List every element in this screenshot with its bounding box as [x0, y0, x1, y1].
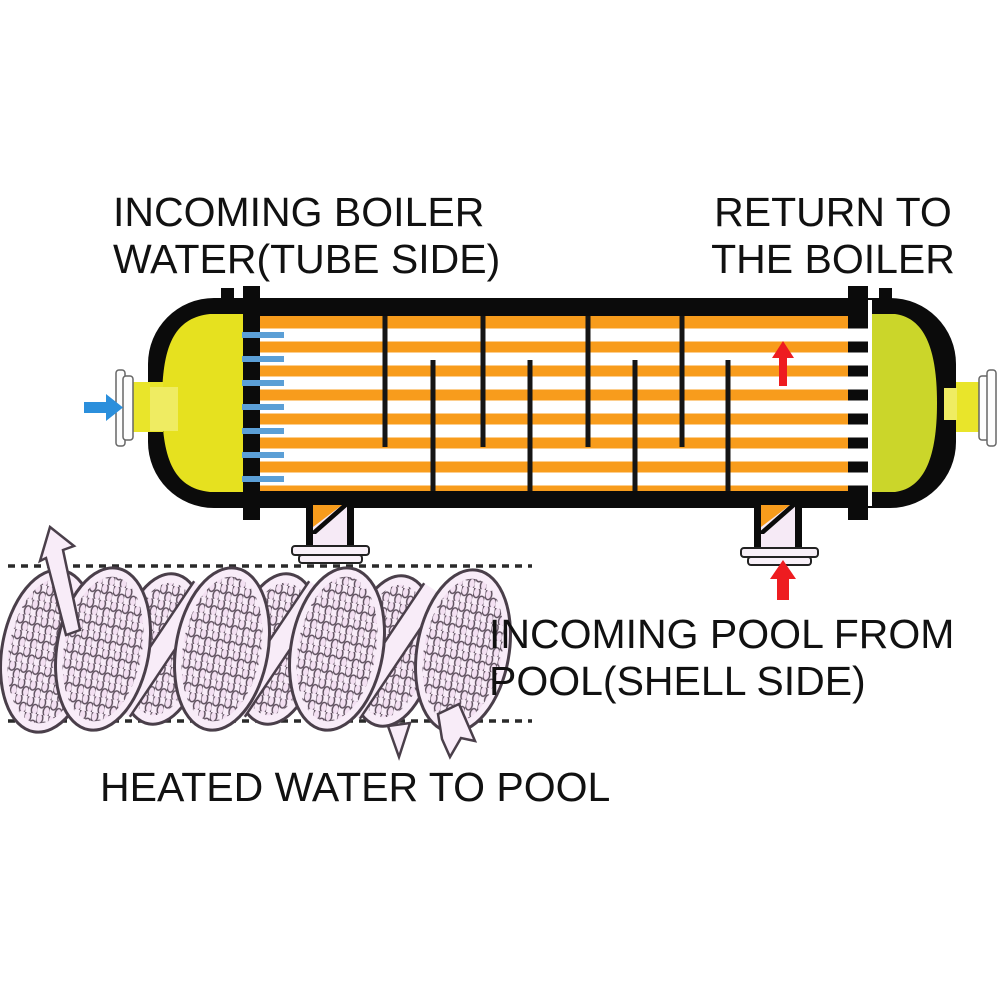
tube-end [242, 380, 284, 386]
nozzle-wall [306, 505, 313, 548]
tube [260, 472, 872, 486]
disc-ribbon-tail [436, 702, 478, 760]
nozzle-wall [795, 505, 802, 550]
heated-water-out-arrow [37, 524, 82, 637]
bottom-baffle [632, 360, 638, 491]
outlet-nozzle-collar [944, 388, 957, 420]
outlet-nozzle-pipe [956, 382, 982, 432]
label-return-to-boiler: RETURN TO THE BOILER [708, 189, 958, 283]
pool-inlet-nozzle [740, 505, 819, 566]
inlet-nozzle-collar [150, 387, 178, 431]
heat-exchanger-vessel [84, 286, 997, 600]
nozzle-weld-edge [309, 505, 349, 534]
tube-end [242, 428, 284, 434]
nozzle-flange-plate [291, 545, 370, 556]
baffle-group [382, 316, 731, 491]
nozzle-fluid [313, 505, 342, 527]
right-cap [869, 314, 937, 492]
return-flow-arrow [772, 341, 794, 386]
label-line: INCOMING POOL FROM [489, 611, 955, 657]
nozzle-wall [347, 505, 354, 548]
top-baffle [382, 316, 388, 447]
label-incoming-boiler-water: INCOMING BOILER WATER(TUBE SIDE) [113, 189, 500, 283]
tube-end [242, 404, 284, 410]
nozzle-flange-plate [747, 556, 812, 566]
tube [260, 352, 872, 366]
shell-tab [221, 288, 234, 302]
top-baffle [585, 316, 591, 447]
tube [260, 376, 872, 390]
outlet-flange-plate [986, 369, 997, 447]
nozzle-flange-plate [740, 547, 819, 558]
disc-ribbon-tip [386, 721, 412, 761]
pool-outlet-nozzle [291, 505, 370, 564]
tube [260, 328, 872, 342]
tube-end [242, 476, 284, 482]
nozzle-flange-plate [298, 554, 363, 564]
inlet-flange-plate [122, 375, 134, 441]
label-line: WATER(TUBE SIDE) [113, 236, 501, 282]
tube-row-group [260, 328, 872, 486]
nozzle-weld-edge [757, 505, 797, 534]
left-cap [162, 314, 247, 492]
tube-end [242, 356, 284, 362]
label-line: INCOMING BOILER [113, 189, 485, 235]
tube-bundle-disc-sketch [0, 524, 525, 761]
bottom-baffle [430, 360, 436, 491]
bottom-baffle [725, 360, 731, 491]
label-line: THE BOILER [711, 236, 955, 282]
tube-end [242, 332, 284, 338]
top-baffle [480, 316, 486, 447]
label-line: POOL(SHELL SIDE) [489, 658, 866, 704]
label-line: RETURN TO [714, 189, 952, 235]
boiler-inlet-nozzle [115, 369, 178, 447]
label-line: HEATED WATER TO POOL [100, 764, 611, 810]
boiler-water-in-arrow [84, 394, 123, 421]
tube [260, 400, 872, 414]
bottom-baffle [527, 360, 533, 491]
tube [260, 448, 872, 462]
tube-end-group [242, 332, 284, 482]
nozzle-wall [754, 505, 761, 550]
left-tubesheet [243, 286, 260, 520]
shell-tab [879, 288, 892, 302]
boiler-outlet-nozzle [944, 369, 997, 447]
label-incoming-pool: INCOMING POOL FROM POOL(SHELL SIDE) [489, 611, 954, 705]
top-baffle [679, 316, 685, 447]
nozzle-fluid [761, 505, 790, 527]
tube-end [242, 452, 284, 458]
pool-water-in-arrow [770, 560, 796, 600]
label-heated-water-to-pool: HEATED WATER TO POOL [100, 764, 610, 811]
tube [260, 424, 872, 438]
